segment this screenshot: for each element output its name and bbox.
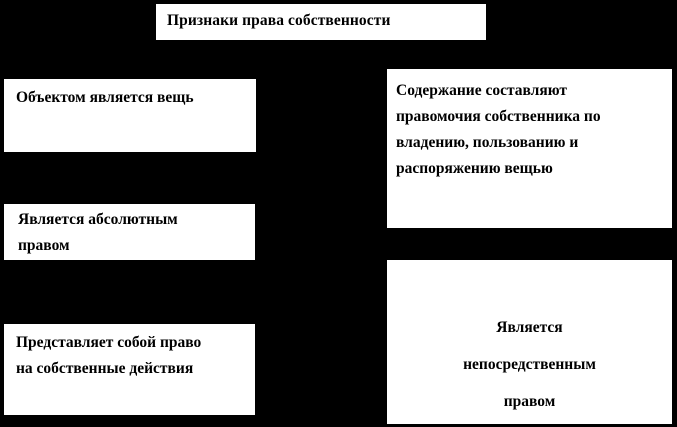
node-direct-right-label: Является непосредственным правом [463,319,596,410]
node-object-is-thing: Объектом является вещь [3,78,257,153]
node-content-powers-label: Содержание составляют правомочия собстве… [396,82,601,177]
node-object-is-thing-label: Объектом является вещь [16,89,194,106]
node-title-features-of-ownership-right: Признаки права собственности [155,3,487,41]
node-title-label: Признаки права собственности [167,12,391,29]
node-absolute-right-label: Является абсолютным правом [18,211,178,254]
node-own-actions-right: Представляет собой право на собственные … [3,323,256,416]
node-content-powers: Содержание составляют правомочия собстве… [386,68,673,229]
node-absolute-right: Является абсолютным правом [3,203,256,261]
node-own-actions-right-label: Представляет собой право на собственные … [16,334,202,377]
node-direct-right: Является непосредственным правом [386,259,673,425]
